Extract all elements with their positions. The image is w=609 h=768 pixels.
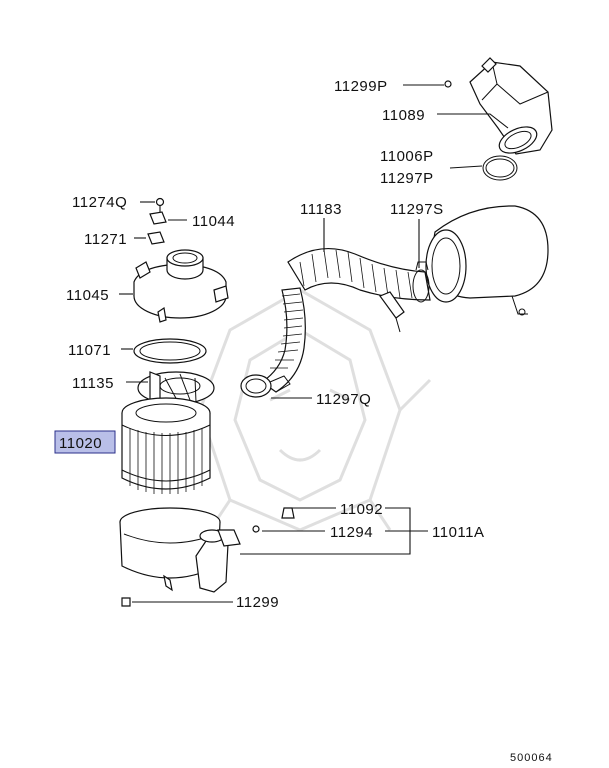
- label-11020[interactable]: 11020: [59, 435, 102, 452]
- pre-cleaner-housing: [425, 205, 549, 316]
- label-11297Q[interactable]: 11297Q: [316, 391, 371, 408]
- screw-11294: [252, 525, 260, 533]
- hose-clamp-11006P: [482, 155, 518, 181]
- hose-clamp-11297Q: [240, 374, 291, 398]
- label-11274Q[interactable]: 11274Q: [72, 194, 127, 211]
- leader-lines: [119, 84, 509, 603]
- bolt-11299: [121, 597, 131, 607]
- hose-clamp-11297S: [412, 261, 430, 303]
- screw-11299P: [444, 80, 452, 88]
- label-11006P[interactable]: 11006P: [380, 148, 434, 165]
- highlight-box-11020[interactable]: [54, 430, 116, 454]
- air-cleaner-cover-11045: [133, 249, 229, 323]
- label-11071[interactable]: 11071: [68, 342, 111, 359]
- filter-element-11020: [121, 397, 211, 494]
- clip-11044: [149, 211, 167, 225]
- label-11011A[interactable]: 11011A: [432, 524, 485, 541]
- label-11045[interactable]: 11045: [66, 287, 109, 304]
- clip-11271: [147, 231, 165, 245]
- label-11297P[interactable]: 11297P: [380, 170, 434, 187]
- label-11299[interactable]: 11299: [236, 594, 279, 611]
- label-11183[interactable]: 11183: [300, 201, 342, 218]
- screw-11274Q: [155, 197, 165, 212]
- label-11135[interactable]: 11135: [72, 375, 114, 392]
- air-cleaner-body-11011A: [119, 507, 241, 593]
- label-11092[interactable]: 11092: [340, 501, 383, 518]
- label-11294[interactable]: 11294: [330, 524, 373, 541]
- screw-11092: [281, 507, 295, 519]
- intake-hose-11183: [260, 248, 431, 393]
- label-11089[interactable]: 11089: [382, 107, 425, 124]
- label-11297S[interactable]: 11297S: [390, 201, 444, 218]
- label-11044[interactable]: 11044: [192, 213, 235, 230]
- air-intake-duct-11089: [469, 57, 553, 155]
- label-11271[interactable]: 11271: [84, 231, 127, 248]
- part-labels: 11299P 11089 11006P 11297P 11274Q 11044 …: [54, 78, 485, 611]
- label-11299P[interactable]: 11299P: [334, 78, 388, 95]
- figure-number: 500064: [510, 752, 553, 764]
- gasket-11071: [133, 338, 207, 364]
